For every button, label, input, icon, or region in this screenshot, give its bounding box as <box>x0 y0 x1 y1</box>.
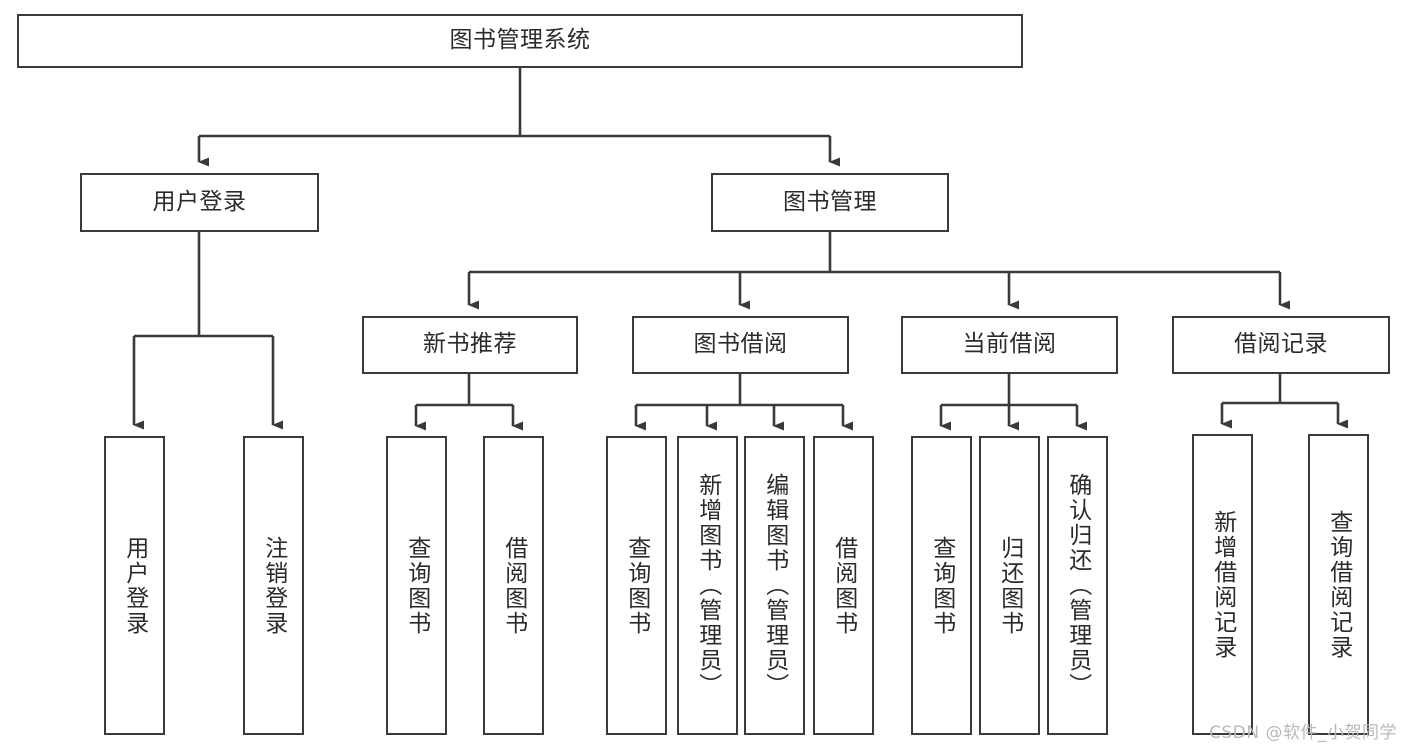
node-leaf-add-book-label: 新增图书（管理员） <box>694 473 721 698</box>
node-leaf-query-record[interactable]: 查询借阅记录 <box>1308 434 1369 735</box>
node-current-borrow-label: 当前借阅 <box>962 331 1057 358</box>
node-leaf-user-login-label: 用户登录 <box>121 535 148 636</box>
node-leaf-confirm-return[interactable]: 确认归还（管理员） <box>1047 436 1108 735</box>
node-leaf-query-book-1[interactable]: 查询图书 <box>386 436 447 735</box>
node-leaf-query-book-3[interactable]: 查询图书 <box>911 436 972 735</box>
node-leaf-add-record-label: 新增借阅记录 <box>1209 509 1236 660</box>
node-leaf-query-book-2-label: 查询图书 <box>623 535 650 636</box>
node-leaf-add-book[interactable]: 新增图书（管理员） <box>677 436 738 735</box>
node-leaf-borrow-book-1-label: 借阅图书 <box>500 535 527 636</box>
node-leaf-return-book[interactable]: 归还图书 <box>979 436 1040 735</box>
node-user-login[interactable]: 用户登录 <box>80 173 319 232</box>
node-leaf-confirm-return-label: 确认归还（管理员） <box>1064 473 1091 698</box>
node-leaf-query-book-2[interactable]: 查询图书 <box>606 436 667 735</box>
node-leaf-edit-book[interactable]: 编辑图书（管理员） <box>744 436 805 735</box>
node-leaf-query-book-1-label: 查询图书 <box>403 535 430 636</box>
node-book-management-label: 图书管理 <box>783 188 877 215</box>
node-book-borrow-label: 图书借阅 <box>693 331 788 358</box>
node-book-management[interactable]: 图书管理 <box>711 173 949 232</box>
node-leaf-borrow-book-1[interactable]: 借阅图书 <box>483 436 544 735</box>
node-book-borrow[interactable]: 图书借阅 <box>632 316 849 374</box>
node-user-login-label: 用户登录 <box>152 188 247 215</box>
node-leaf-return-book-label: 归还图书 <box>996 535 1023 636</box>
node-borrow-record[interactable]: 借阅记录 <box>1172 316 1390 374</box>
node-leaf-add-record[interactable]: 新增借阅记录 <box>1192 434 1253 735</box>
node-current-borrow[interactable]: 当前借阅 <box>901 316 1118 374</box>
node-leaf-borrow-book-2[interactable]: 借阅图书 <box>813 436 874 735</box>
node-leaf-query-book-3-label: 查询图书 <box>928 535 955 636</box>
node-leaf-query-record-label: 查询借阅记录 <box>1325 509 1352 660</box>
node-root[interactable]: 图书管理系统 <box>17 14 1023 68</box>
node-leaf-user-login[interactable]: 用户登录 <box>104 436 165 735</box>
node-leaf-borrow-book-2-label: 借阅图书 <box>830 535 857 636</box>
node-leaf-logout-login-label: 注销登录 <box>260 535 287 636</box>
node-leaf-logout-login[interactable]: 注销登录 <box>243 436 304 735</box>
node-leaf-edit-book-label: 编辑图书（管理员） <box>761 473 788 698</box>
node-new-book-recommend-label: 新书推荐 <box>423 331 517 358</box>
node-new-book-recommend[interactable]: 新书推荐 <box>362 316 578 374</box>
node-borrow-record-label: 借阅记录 <box>1234 331 1328 358</box>
node-root-label: 图书管理系统 <box>449 27 591 54</box>
